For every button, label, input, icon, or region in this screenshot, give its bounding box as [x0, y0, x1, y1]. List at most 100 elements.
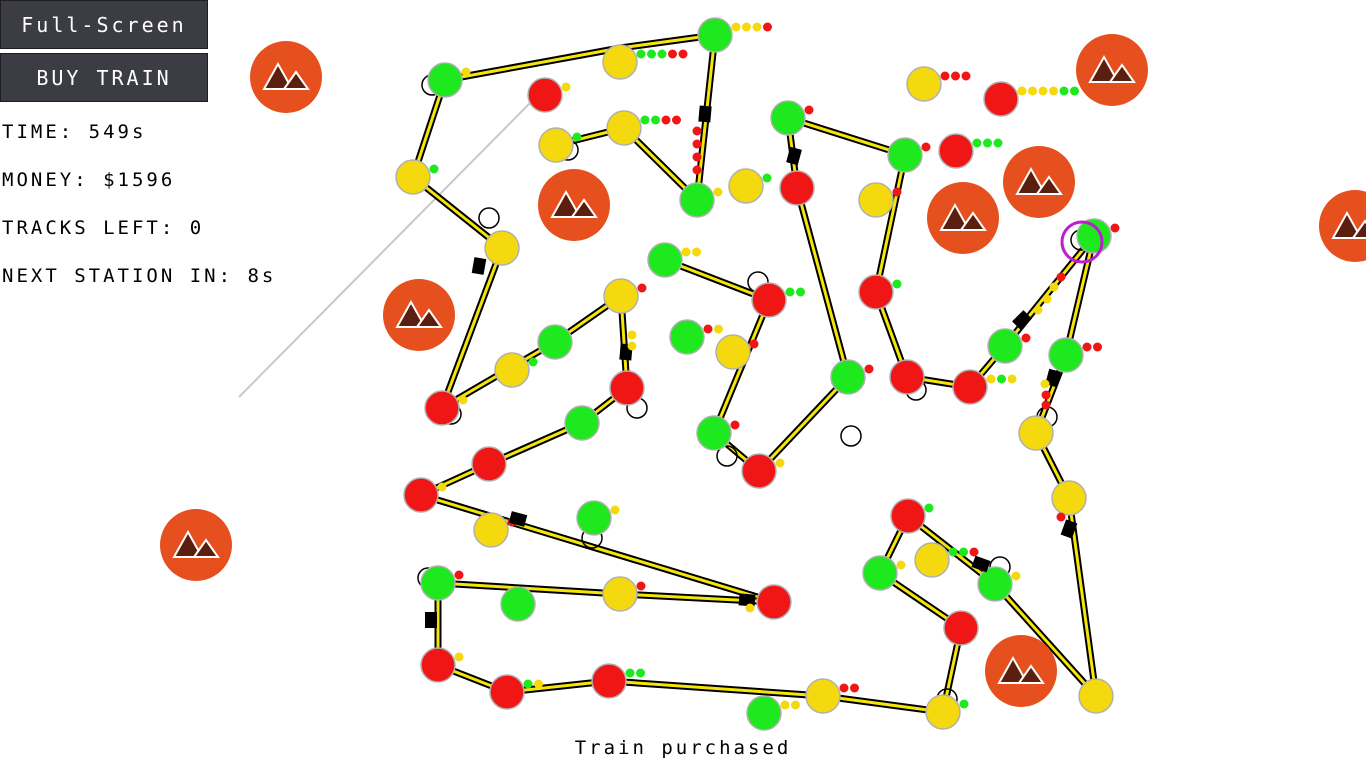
- station-red[interactable]: [741, 453, 777, 489]
- station-green[interactable]: [770, 100, 806, 136]
- station-green[interactable]: [697, 17, 733, 53]
- station-yellow[interactable]: [484, 230, 520, 266]
- passenger-dot: [678, 49, 688, 59]
- passenger-dot: [429, 164, 439, 174]
- passenger-dot: [657, 49, 667, 59]
- mountain-icon: [1017, 664, 1045, 684]
- station-green[interactable]: [500, 586, 536, 622]
- station-red[interactable]: [609, 370, 645, 406]
- station-green[interactable]: [427, 62, 463, 98]
- passenger-dot: [1007, 374, 1017, 384]
- train-icon[interactable]: [971, 555, 991, 573]
- station-red[interactable]: [952, 369, 988, 405]
- station-red[interactable]: [890, 498, 926, 534]
- passenger-dot: [892, 187, 902, 197]
- station-red[interactable]: [591, 663, 627, 699]
- station-green[interactable]: [576, 500, 612, 536]
- train-icon[interactable]: [1060, 519, 1078, 539]
- fullscreen-button[interactable]: Full-Screen: [0, 0, 208, 49]
- time-readout: TIME: 549s: [2, 121, 147, 143]
- station-red[interactable]: [889, 359, 925, 395]
- station-yellow[interactable]: [473, 512, 509, 548]
- station-green[interactable]: [537, 324, 573, 360]
- passenger-dot: [458, 395, 468, 405]
- passenger-dot: [951, 71, 960, 81]
- passenger-dot: [948, 547, 958, 557]
- station-yellow[interactable]: [538, 127, 574, 163]
- station-red[interactable]: [751, 282, 787, 318]
- station-yellow[interactable]: [906, 66, 942, 102]
- station-green[interactable]: [696, 415, 732, 451]
- station-red[interactable]: [938, 133, 974, 169]
- station-green[interactable]: [1076, 218, 1112, 254]
- passenger-dot: [924, 503, 934, 513]
- station-red[interactable]: [420, 647, 456, 683]
- station-green[interactable]: [420, 565, 456, 601]
- station-red[interactable]: [471, 446, 507, 482]
- station-yellow[interactable]: [1018, 415, 1054, 451]
- station-red[interactable]: [858, 274, 894, 310]
- selection-ring: [1060, 220, 1104, 264]
- station-yellow[interactable]: [606, 110, 642, 146]
- station-green[interactable]: [862, 555, 898, 591]
- passenger-dot: [1059, 86, 1069, 96]
- station-yellow[interactable]: [494, 352, 530, 388]
- cargo-dot: [627, 330, 637, 340]
- station-red[interactable]: [756, 584, 792, 620]
- station-red[interactable]: [489, 674, 525, 710]
- passenger-dot: [454, 652, 464, 662]
- station-red[interactable]: [779, 170, 815, 206]
- station-yellow[interactable]: [728, 168, 764, 204]
- passenger-dot: [972, 138, 982, 148]
- station-yellow[interactable]: [715, 334, 751, 370]
- station-green[interactable]: [647, 242, 683, 278]
- passenger-dot: [804, 105, 814, 115]
- station-yellow[interactable]: [914, 542, 950, 578]
- station-green[interactable]: [1048, 337, 1084, 373]
- station-yellow[interactable]: [1051, 480, 1087, 516]
- cargo-dot: [1041, 390, 1051, 400]
- station-green[interactable]: [830, 359, 866, 395]
- money-readout: MONEY: $1596: [2, 169, 176, 191]
- train-icon[interactable]: [508, 511, 528, 527]
- station-yellow[interactable]: [925, 694, 961, 730]
- train-icon[interactable]: [738, 593, 756, 607]
- station-yellow[interactable]: [395, 159, 431, 195]
- passenger-dot: [796, 287, 805, 297]
- train-icon[interactable]: [698, 105, 712, 123]
- mountain-icon: [415, 308, 443, 328]
- station-green[interactable]: [987, 328, 1023, 364]
- station-yellow[interactable]: [602, 44, 638, 80]
- station-red[interactable]: [424, 390, 460, 426]
- station-red[interactable]: [527, 77, 563, 113]
- station-yellow[interactable]: [603, 278, 639, 314]
- passenger-dot: [637, 283, 647, 293]
- passenger-dot: [986, 374, 996, 384]
- station-green[interactable]: [669, 319, 705, 355]
- station-green[interactable]: [679, 182, 715, 218]
- station-yellow[interactable]: [602, 576, 638, 612]
- passenger-dot: [896, 560, 906, 570]
- train-icon[interactable]: [786, 146, 802, 166]
- passenger-dot: [625, 668, 635, 678]
- station-red[interactable]: [983, 81, 1019, 117]
- train-icon[interactable]: [471, 257, 487, 275]
- station-green[interactable]: [564, 405, 600, 441]
- train-icon[interactable]: [425, 612, 437, 628]
- station-green[interactable]: [977, 566, 1013, 602]
- buy-train-button[interactable]: BUY TRAIN: [0, 53, 208, 102]
- station-green[interactable]: [746, 695, 782, 731]
- station-yellow[interactable]: [858, 182, 894, 218]
- passenger-dot: [1093, 342, 1102, 352]
- station-red[interactable]: [403, 477, 439, 513]
- station-yellow[interactable]: [805, 678, 841, 714]
- station-green[interactable]: [887, 137, 923, 173]
- station-yellow[interactable]: [1078, 678, 1114, 714]
- passenger-dot: [461, 67, 471, 77]
- train-icon[interactable]: [1012, 310, 1032, 330]
- passenger-dot: [1082, 342, 1092, 352]
- station-red[interactable]: [943, 610, 979, 646]
- mountain-icon: [395, 299, 427, 328]
- mountain-icon: [959, 211, 987, 231]
